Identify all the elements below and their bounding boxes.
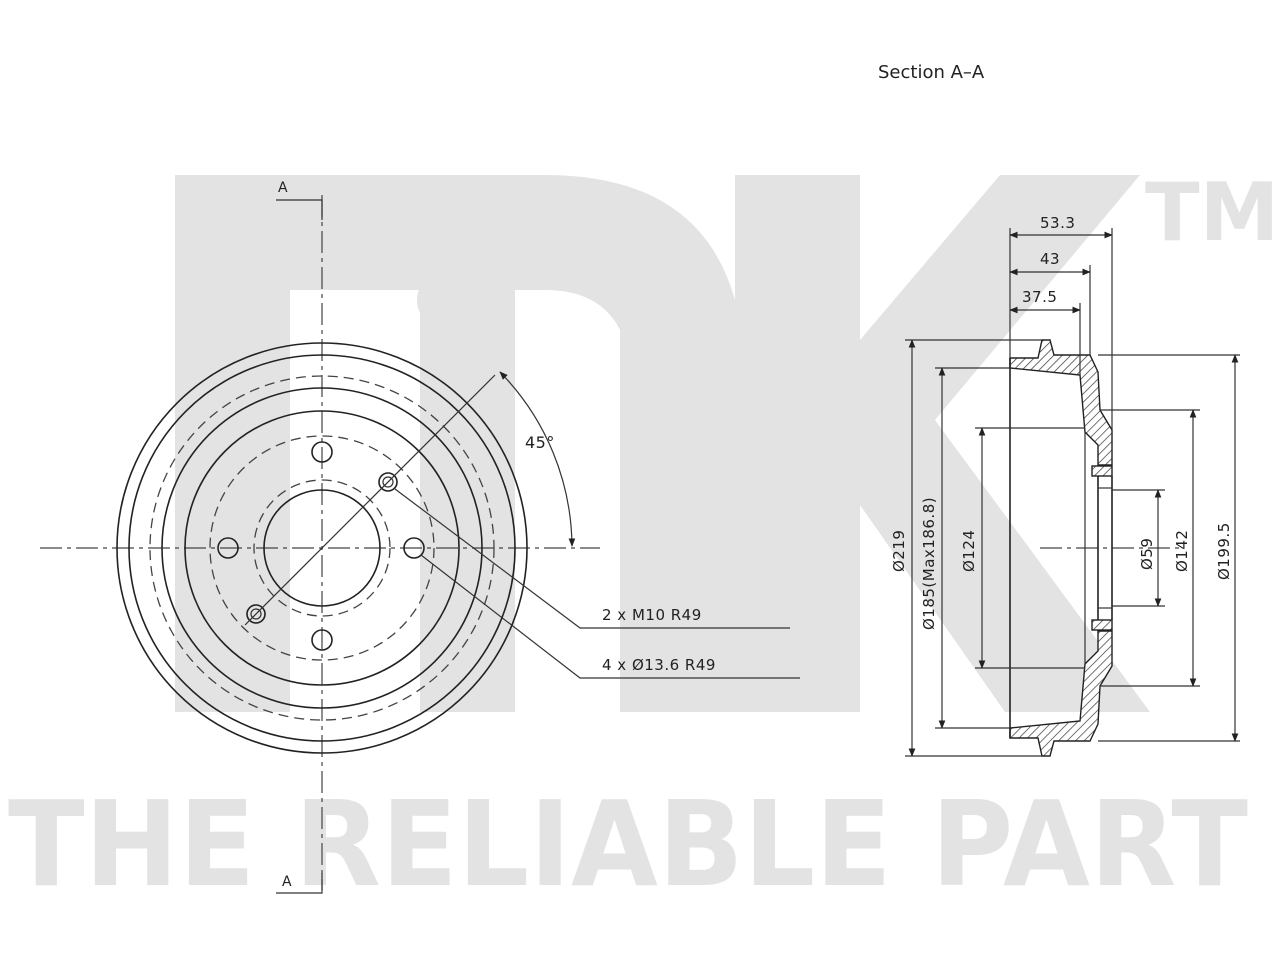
dim-hub-outer-diameter: Ø142 xyxy=(1173,530,1191,572)
dim-drum-inner-diameter: Ø185(Max186.8) xyxy=(920,497,938,630)
tagline-watermark: THE RELIABLE PART xyxy=(8,775,1248,913)
hub-block-upper xyxy=(1091,465,1113,477)
trademark-mark: TM xyxy=(1145,166,1279,259)
stud-hole-top xyxy=(311,441,333,463)
drum-section-lower xyxy=(1009,630,1113,757)
section-view: 53.3 43 37.5 Ø219 Ø185(Max186.8) Ø124 Ø5… xyxy=(890,214,1240,757)
drum-section-upper xyxy=(1009,339,1113,466)
center-bore-circle xyxy=(263,489,381,607)
hub-circle xyxy=(184,410,460,686)
hub-block-lower xyxy=(1091,619,1113,631)
section-title: Section A–A xyxy=(878,62,985,83)
front-view: 45° 2 x M10 R49 4 x Ø13.6 R49 A A xyxy=(40,180,800,894)
dim-center-bore: Ø59 xyxy=(1138,538,1156,570)
depth-dim-53-3: 53.3 xyxy=(1040,214,1075,232)
stud-hole-bottom xyxy=(311,629,333,651)
callout-threaded-holes: 2 x M10 R49 xyxy=(602,606,702,624)
drum-inner-hidden-circle xyxy=(149,375,495,721)
dim-shoe-face-diameter: Ø199.5 xyxy=(1215,522,1233,580)
bolt-pitch-circle xyxy=(209,435,435,661)
drum-braking-circle xyxy=(161,387,483,709)
hub-hidden-circle xyxy=(253,479,391,617)
section-marker-top: A xyxy=(278,180,288,196)
depth-dim-37-5: 37.5 xyxy=(1022,288,1057,306)
threaded-hole-lower xyxy=(246,604,266,624)
stud-hole-left xyxy=(217,537,239,559)
angle-label: 45° xyxy=(525,433,555,452)
callout-stud-holes: 4 x Ø13.6 R49 xyxy=(602,656,716,674)
threaded-hole-upper xyxy=(378,472,398,492)
dim-outer-diameter: Ø219 xyxy=(890,530,908,572)
nk-logo-watermark: TM THE RELIABLE PART xyxy=(8,166,1279,913)
drum-outer-circle xyxy=(116,342,528,754)
stud-hole-right xyxy=(403,537,425,559)
section-marker-bottom: A xyxy=(282,874,292,890)
depth-dim-43: 43 xyxy=(1040,250,1060,268)
logo-dot xyxy=(417,272,473,328)
dim-hub-flange-diameter: Ø124 xyxy=(960,530,978,572)
drum-rim-circle xyxy=(128,354,516,742)
logo-letter-n xyxy=(175,175,735,712)
